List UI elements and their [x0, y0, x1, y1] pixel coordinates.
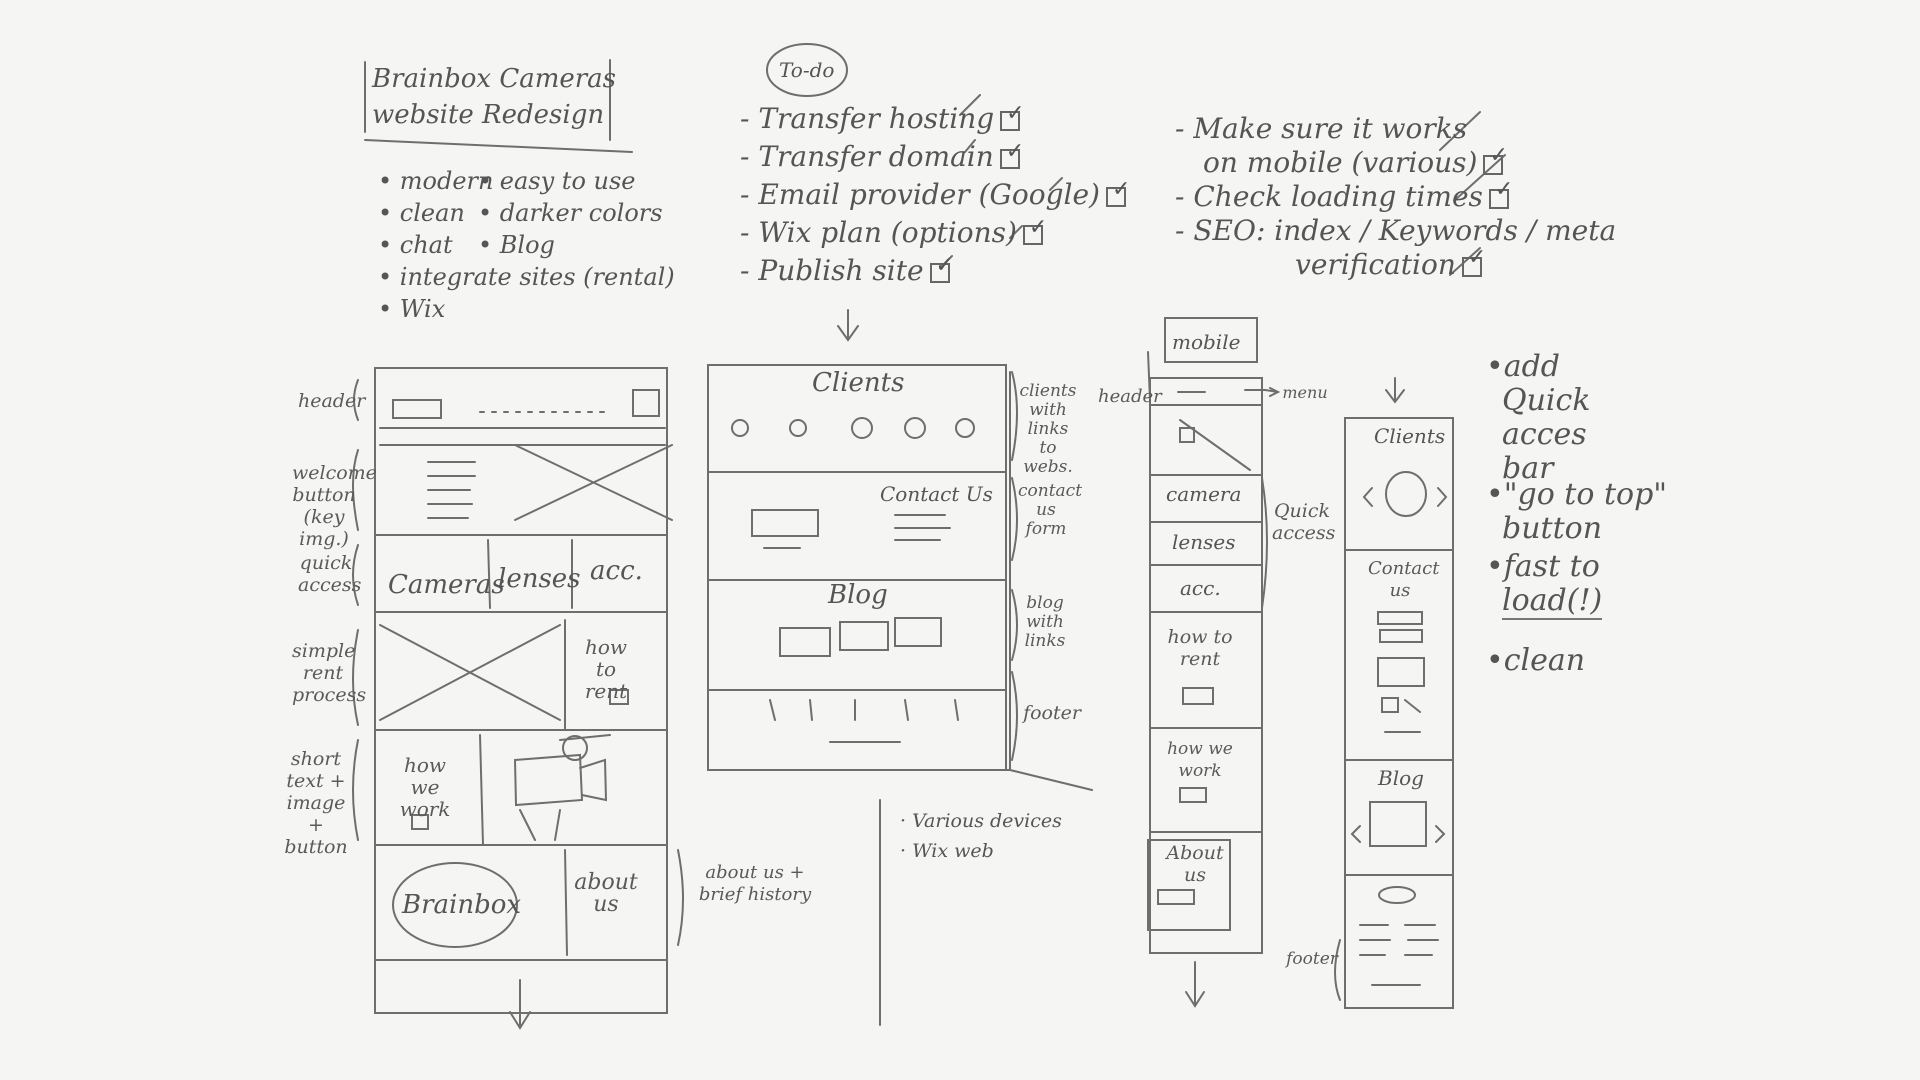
checkbox-icon	[1461, 241, 1486, 277]
about-us-label: about us	[574, 870, 638, 917]
contact-us-heading: Contact Us	[880, 482, 993, 506]
todo-item: - Wix plan (options)	[740, 209, 1126, 252]
todo-list: - Transfer hosting - Transfer domain - E…	[740, 95, 1130, 290]
checkbox-icon	[999, 133, 1024, 171]
label-short-text: short text + image + button	[284, 748, 348, 858]
label-header: header	[298, 390, 366, 412]
mobile2-clients: Clients	[1374, 424, 1446, 448]
side-note-quick-access-bar: •add Quick acces bar	[1486, 349, 1591, 486]
goal-item: • easy to use	[478, 167, 636, 195]
how-we-work-label: how we work	[399, 753, 451, 821]
todo-heading: To-do	[779, 58, 835, 82]
mobile2-blog: Blog	[1378, 766, 1424, 790]
check-item: - Make sure it works	[1175, 112, 1468, 145]
mobile-quick-acc: acc.	[1180, 576, 1221, 600]
mobile-how-we-work: how we work	[1167, 739, 1233, 781]
side-note-fast-load: •fast to load(!)	[1486, 549, 1603, 620]
checks-list: - Make sure it works on mobile (various)…	[1175, 112, 1616, 282]
how-to-rent-label: how to rent	[584, 635, 628, 703]
mobile2-footer: footer	[1286, 949, 1338, 969]
label-simple-rent: simple rent process	[292, 640, 367, 706]
side-note-clean: •clean	[1486, 643, 1586, 678]
mobile-quick-access-label: Quick access	[1272, 500, 1336, 544]
side-note-go-to-top: •"go to top" button	[1486, 477, 1668, 546]
title-line-1: Brainbox Cameras	[372, 64, 617, 94]
checkbox-icon	[1488, 173, 1513, 209]
todo-item: - Publish site	[740, 247, 1126, 290]
menu-label: menu	[1282, 383, 1328, 402]
goal-item: • integrate sites (rental)	[378, 263, 675, 291]
goal-item: • chat	[378, 231, 453, 259]
mobile2-contact-us: Contact us	[1368, 558, 1440, 601]
contact-note: contact us form	[1018, 481, 1083, 539]
mobile-quick-lenses: lenses	[1172, 530, 1236, 554]
goal-item: • clean	[378, 199, 465, 227]
mobile-quick-camera: camera	[1166, 482, 1242, 506]
quick-acc: acc.	[590, 556, 643, 586]
checkbox-icon	[1022, 209, 1047, 247]
mobile-how-to-rent: how to rent	[1167, 626, 1233, 670]
goal-item: • modern	[378, 167, 494, 195]
checkbox-icon	[1000, 95, 1025, 133]
goal-item: • darker colors	[478, 199, 663, 227]
checkbox-icon	[929, 247, 954, 285]
goal-item: • Wix	[378, 295, 446, 323]
brainbox-logo-text: Brainbox	[402, 890, 522, 920]
mobile-about-us: About us	[1166, 842, 1224, 886]
blog-note: blog with links	[1024, 593, 1066, 651]
goals-column-1: • modern • clean • chat • integrate site…	[378, 165, 675, 325]
note-item: · Wix web	[900, 840, 994, 862]
check-item: verification	[1175, 241, 1616, 282]
goal-item: • Blog	[478, 231, 555, 259]
quick-cameras: Cameras	[388, 570, 505, 600]
bottom-notes: · Various devices · Wix web	[900, 806, 1062, 866]
quick-lenses: lenses	[498, 564, 581, 594]
footer-note: footer	[1023, 702, 1081, 724]
clients-note: clients with links to webs.	[1019, 381, 1077, 477]
blog-heading: Blog	[828, 580, 888, 610]
todo-item: - Transfer domain	[740, 133, 1126, 176]
mobile-label: mobile	[1172, 330, 1241, 354]
clients-heading: Clients	[812, 368, 905, 398]
checkbox-icon	[1483, 139, 1508, 175]
mobile-header-label: header	[1098, 386, 1162, 407]
goals-column-2: • easy to use • darker colors • Blog	[478, 165, 663, 261]
check-item: on mobile (various)	[1175, 139, 1616, 180]
check-item: - SEO: index / Keywords / meta	[1175, 214, 1617, 247]
todo-item: - Email provider (Google)	[740, 171, 1130, 214]
note-item: · Various devices	[900, 810, 1062, 832]
about-note: about us + brief history	[698, 862, 812, 905]
check-item: - Check loading times	[1175, 173, 1616, 214]
title-line-2: website Redesign	[372, 100, 605, 130]
todo-item: - Transfer hosting	[740, 95, 1126, 138]
label-quick-access: quick access	[298, 552, 362, 596]
label-welcome: welcome button (key img.)	[292, 462, 377, 550]
checkbox-icon	[1105, 171, 1130, 209]
